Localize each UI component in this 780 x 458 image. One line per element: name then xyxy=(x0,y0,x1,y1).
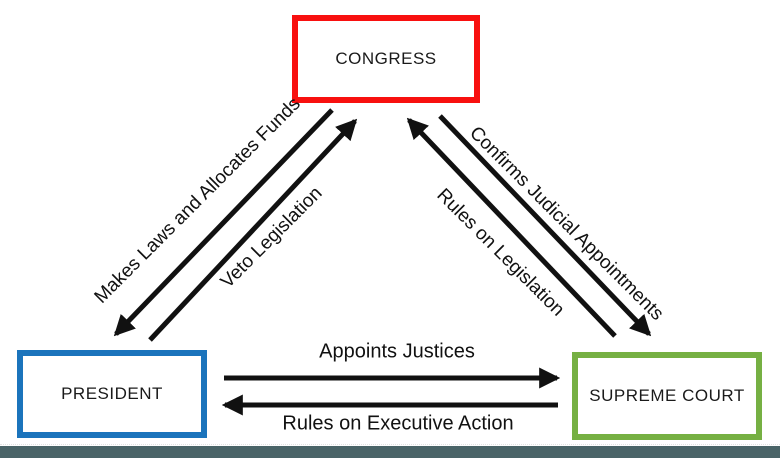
arrow-makes-laws xyxy=(113,108,334,337)
arrow-confirms-appointments xyxy=(438,114,652,337)
node-president: PRESIDENT xyxy=(17,350,207,438)
bottom-bar xyxy=(0,446,780,458)
arrow-rules-on-legislation xyxy=(406,117,617,338)
edge-label-rules-on-executive-action: Rules on Executive Action xyxy=(282,412,514,435)
arrow-veto-legislation xyxy=(148,118,358,342)
node-supreme-court: SUPREME COURT xyxy=(572,352,762,440)
node-congress: CONGRESS xyxy=(292,15,480,103)
edge-label-appoints-justices: Appoints Justices xyxy=(319,340,475,363)
slide-edge-line xyxy=(0,444,780,445)
node-supreme-court-label: SUPREME COURT xyxy=(589,386,745,405)
node-congress-label: CONGRESS xyxy=(335,49,437,68)
node-president-label: PRESIDENT xyxy=(61,384,163,403)
